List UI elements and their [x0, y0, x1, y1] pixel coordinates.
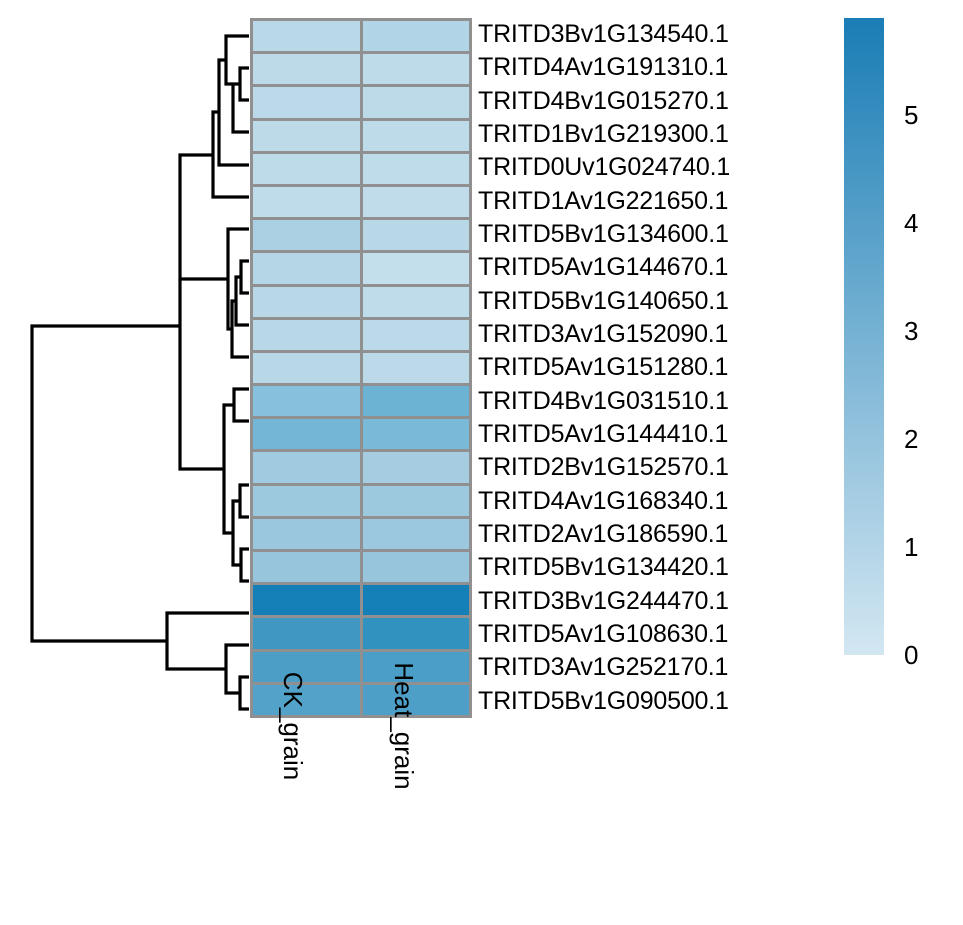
column-label-wrap-0: CK_grain [250, 672, 361, 922]
heatmap-cell [362, 253, 469, 284]
heatmap-cell [362, 552, 469, 583]
row-label: TRITD4Bv1G015270.1 [478, 86, 729, 115]
heatmap-cell [253, 54, 360, 85]
row-label: TRITD5Av1G151280.1 [478, 353, 729, 382]
heatmap-cell [362, 518, 469, 550]
colorbar-tick-list: 0 1 2 3 4 5 [844, 18, 954, 668]
row-label: TRITD5Bv1G140650.1 [478, 286, 729, 315]
row-label: TRITD2Av1G186590.1 [478, 520, 729, 549]
row-label: TRITD3Av1G252170.1 [478, 653, 729, 682]
colorbar-tick-label: 4 [904, 208, 919, 239]
colorbar-tick-label: 1 [904, 532, 919, 563]
heatmap-grid [250, 18, 472, 718]
heatmap-cell [253, 585, 360, 616]
heatmap-cell [253, 618, 360, 649]
row-dendrogram [0, 0, 255, 925]
row-label: TRITD4Av1G191310.1 [478, 53, 729, 82]
heatmap-cell [362, 87, 469, 118]
heatmap-cell [253, 651, 360, 682]
dendrogram-svg [30, 34, 249, 711]
heatmap-cell [362, 419, 469, 450]
row-label: TRITD5Av1G108630.1 [478, 620, 729, 649]
column-label-list: CK_grain Heat_grain [250, 662, 472, 922]
heatmap-cell [253, 220, 360, 251]
heatmap-cell [253, 87, 360, 118]
heatmap-cell [362, 386, 469, 417]
colorbar-tick-label: 0 [904, 640, 919, 670]
heatmap-cell [253, 352, 360, 384]
heatmap-cell [362, 585, 469, 616]
heatmap-cell [253, 518, 360, 550]
row-label: TRITD3Bv1G244470.1 [478, 586, 729, 615]
heatmap-cell [253, 552, 360, 583]
heatmap-cell [253, 253, 360, 284]
row-label: TRITD5Bv1G134600.1 [478, 220, 729, 249]
heatmap-cell [362, 485, 469, 516]
column-label-ck-grain: CK_grain [277, 671, 308, 781]
colorbar-gradient [844, 18, 884, 655]
heatmap-cell [253, 319, 360, 350]
heatmap-cell [253, 120, 360, 151]
row-label: TRITD5Bv1G134420.1 [478, 553, 729, 582]
heatmap-cell [253, 153, 360, 184]
heatmap-cell [362, 120, 469, 151]
heatmap-cell [253, 286, 360, 317]
heatmap-cell [362, 286, 469, 317]
row-label: TRITD0Uv1G024740.1 [478, 153, 731, 182]
heatmap-cell [362, 651, 469, 682]
row-label: TRITD5Bv1G090500.1 [478, 686, 729, 715]
heatmap-cell [362, 319, 469, 350]
row-label: TRITD2Bv1G152570.1 [478, 453, 729, 482]
row-label: TRITD5Av1G144410.1 [478, 420, 729, 449]
colorbar-tick-label: 3 [904, 316, 919, 347]
heatmap-cell [362, 153, 469, 184]
colorbar-tick-label: 5 [904, 100, 919, 131]
heatmap-cell [362, 452, 469, 483]
heatmap-cell [253, 186, 360, 218]
column-label-heat-grain: Heat_grain [388, 662, 419, 790]
row-label: TRITD5Av1G144670.1 [478, 253, 729, 282]
row-label: TRITD4Av1G168340.1 [478, 486, 729, 515]
row-label: TRITD3Av1G152090.1 [478, 320, 729, 349]
heatmap-cell [362, 54, 469, 85]
heatmap-cell [362, 21, 469, 52]
heatmap-cell [362, 684, 469, 715]
heatmap-cell [362, 220, 469, 251]
heatmap-cell [253, 419, 360, 450]
row-label: TRITD3Bv1G134540.1 [478, 20, 729, 49]
heatmap-cell [253, 485, 360, 516]
heatmap-cell [253, 452, 360, 483]
row-label: TRITD1Av1G221650.1 [478, 186, 729, 215]
row-label: TRITD1Bv1G219300.1 [478, 120, 729, 149]
heatmap-cell [362, 352, 469, 384]
row-label: TRITD4Bv1G031510.1 [478, 386, 729, 415]
heatmap-cell [253, 21, 360, 52]
heatmap-cell [362, 186, 469, 218]
column-label-wrap-1: Heat_grain [361, 662, 472, 922]
colorbar-tick-label: 2 [904, 424, 919, 455]
heatmap-cell [362, 618, 469, 649]
heatmap-cell [253, 386, 360, 417]
heatmap-cell [253, 684, 360, 715]
